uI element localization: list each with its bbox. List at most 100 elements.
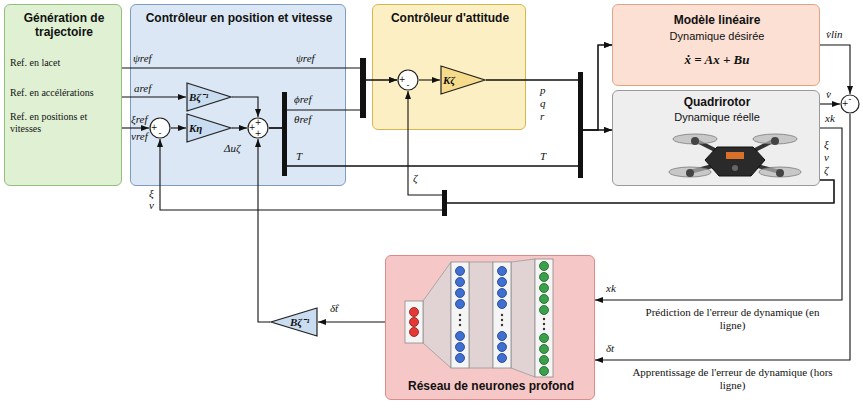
gain-triangle: Kζ	[440, 65, 486, 95]
gain-label: Kζ	[443, 72, 471, 88]
text-holder: T	[540, 150, 546, 163]
text-holder: ϕref	[294, 93, 312, 106]
text-holder: +	[254, 129, 262, 138]
signal-label: ψref	[296, 52, 315, 65]
mux-bar	[442, 190, 447, 216]
text-holder: p	[540, 84, 546, 97]
text-holder: ξ	[149, 187, 154, 200]
sum-sign: -	[846, 95, 854, 104]
text-holder: Apprentissage de l'erreur de dynamique (…	[630, 366, 835, 392]
text-holder: Génération de trajectoire	[9, 11, 119, 39]
block-box: QuadrirotorDynamique réelle	[612, 90, 820, 186]
junction-circle	[841, 95, 859, 113]
block-box: Modèle linéaireDynamique désirée ẋ = Ax +…	[612, 4, 820, 86]
text-holder: +	[150, 123, 158, 132]
signal-label: Δuζ	[224, 142, 240, 155]
block-box: Réseau de neurones profond	[385, 255, 595, 400]
note-text: Apprentissage de l'erreur de dynamique (…	[630, 366, 835, 392]
box-title: Génération de trajectoire	[9, 11, 119, 39]
gain-label: Bζ⁻¹	[189, 89, 217, 105]
text-holder: r	[540, 110, 544, 123]
sum-sign: -	[404, 81, 412, 90]
gain-triangle: Bζ⁻¹	[186, 82, 232, 112]
equation: ẋ = Ax + Bu	[617, 52, 817, 67]
sum-sign: +	[254, 129, 262, 138]
text-holder: +	[254, 118, 262, 127]
junction-circle	[248, 118, 268, 138]
text-holder: Kη	[189, 120, 217, 136]
signal-label: ξ	[824, 138, 829, 151]
text-holder: Bζ⁻¹	[290, 314, 316, 330]
mux-bar	[360, 58, 366, 118]
text-holder: aref	[134, 82, 151, 95]
text-holder: Ref. en positions et vitesses	[10, 111, 110, 135]
signal-label: aref	[134, 82, 151, 95]
block-box: Génération de trajectoireRef. en lacetRe…	[4, 4, 122, 186]
text-holder: Modèle linéaire	[617, 13, 817, 27]
signal-label: xk	[825, 112, 835, 125]
text-holder: +	[398, 75, 406, 84]
text-holder: Réseau de neurones profond	[390, 379, 592, 393]
block-box: Contrôleur en position et vitesse+-Bζ⁻¹K…	[130, 4, 346, 186]
text-holder: ψref	[133, 52, 152, 65]
signal-label: xk	[606, 282, 616, 295]
text-holder: θref	[294, 113, 311, 126]
signal-label: ψref	[133, 52, 152, 65]
text-holder: Dynamique désirée	[617, 30, 817, 43]
signal-label: v̇	[826, 88, 831, 101]
text-holder: Dynamique réelle	[617, 111, 817, 124]
text-holder: Contrôleur d'attitude	[377, 11, 523, 25]
junction-circle	[398, 70, 418, 90]
junction-circle	[150, 118, 170, 138]
text-holder: Contrôleur en position et vitesse	[135, 11, 343, 25]
signal-label: δt	[606, 342, 614, 355]
sum-sign: +	[150, 123, 158, 132]
mux-bar	[578, 72, 583, 178]
text-holder: δt	[606, 342, 614, 355]
text-holder: Δuζ	[224, 142, 240, 155]
gain-outline	[271, 308, 317, 336]
text-holder: xk	[825, 112, 835, 125]
text-holder: v̇	[826, 88, 831, 101]
text-holder: ψref	[296, 52, 315, 65]
signal-label: ϕref	[294, 93, 312, 106]
sum-sign: +	[398, 75, 406, 84]
text-holder: +	[841, 99, 849, 108]
signal-label: T	[296, 150, 302, 163]
text-holder: ẋ = Ax + Bu	[617, 52, 817, 67]
summing-junction: +-	[149, 117, 171, 139]
signal-label: v	[149, 199, 154, 212]
text-holder: Bζ⁻¹	[189, 89, 217, 105]
text-holder: vref	[131, 130, 148, 143]
text-holder: v	[824, 151, 829, 164]
summing-junction: +++	[247, 117, 269, 139]
text-holder: δ̂t	[330, 302, 338, 315]
text-holder: xk	[606, 282, 616, 295]
text-holder: v̇lin	[826, 28, 843, 41]
text-holder: Ref. en accélérations	[10, 87, 120, 99]
gain-triangle: Bζ⁻¹	[270, 307, 318, 337]
text-holder: Prédiction de l'erreur de dynamique (en …	[640, 306, 825, 332]
summing-junction: +-	[397, 69, 419, 91]
note-text: Prédiction de l'erreur de dynamique (en …	[640, 306, 825, 332]
text-holder: -	[404, 81, 412, 90]
box-title: Modèle linéaire	[617, 13, 817, 27]
signal-arrow	[820, 103, 840, 104]
text-holder: q	[540, 97, 546, 110]
reference-label: Ref. en accélérations	[10, 87, 120, 99]
signal-label: ζ	[413, 172, 417, 185]
reference-label: Ref. en positions et vitesses	[10, 111, 110, 135]
signal-arrow	[318, 321, 385, 322]
signal-label: v	[824, 151, 829, 164]
signal-label: r	[540, 110, 544, 123]
reference-label: Ref. en lacet	[10, 57, 120, 69]
box-subtitle: Dynamique réelle	[617, 111, 817, 124]
box-subtitle: Dynamique désirée	[617, 30, 817, 43]
text-holder: Kζ	[443, 72, 471, 88]
text-holder: -	[156, 129, 164, 138]
signal-label: ξ	[149, 187, 154, 200]
sum-sign: +	[841, 99, 849, 108]
sum-sign: +	[254, 118, 262, 127]
signal-label: p	[540, 84, 546, 97]
